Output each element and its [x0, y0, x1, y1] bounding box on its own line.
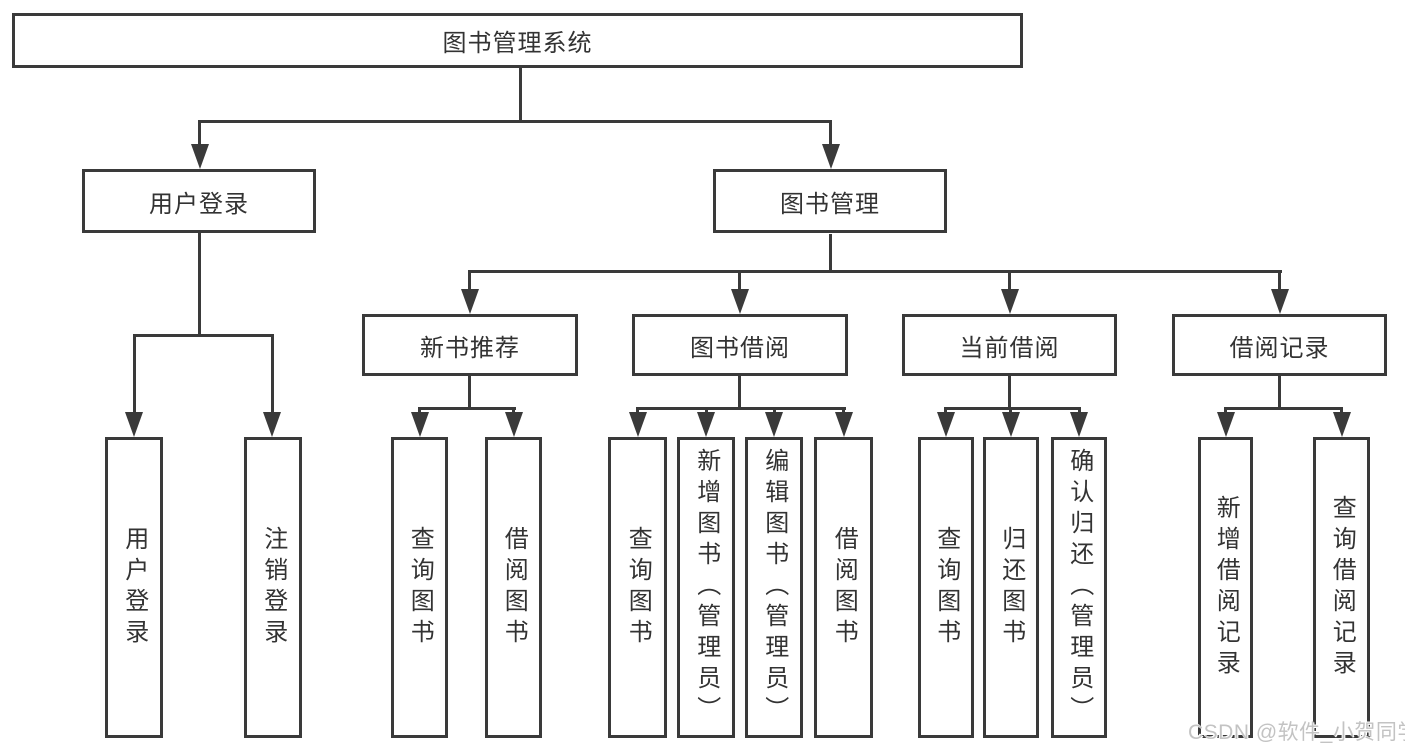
leaf-query-books-borrow: 查询图书 — [608, 437, 667, 738]
connector-line — [738, 270, 741, 291]
node-current-borrow: 当前借阅 — [902, 314, 1117, 376]
connector-line — [773, 407, 776, 415]
connector-line — [468, 270, 1282, 273]
connector-line — [829, 234, 832, 273]
connector-line — [519, 68, 522, 122]
connector-line — [1278, 376, 1281, 409]
arrow-down-icon — [191, 144, 209, 169]
arrow-down-icon — [629, 412, 647, 437]
connector-line — [1278, 270, 1281, 291]
connector-line — [944, 407, 947, 415]
connector-line — [636, 407, 846, 410]
connector-line — [1224, 407, 1343, 410]
arrow-down-icon — [822, 144, 840, 169]
arrow-down-icon — [765, 412, 783, 437]
arrow-down-icon — [461, 289, 479, 314]
leaf-query-books-current: 查询图书 — [918, 437, 974, 738]
leaf-edit-books-admin: 编辑图书（管理员） — [745, 437, 803, 738]
arrow-down-icon — [1271, 289, 1289, 314]
connector-line — [418, 407, 421, 415]
connector-line — [512, 407, 515, 415]
leaf-label: 新增借阅记录 — [1212, 494, 1240, 681]
leaf-label: 借阅图书 — [500, 525, 528, 650]
connector-line — [829, 120, 832, 146]
connector-line — [705, 407, 708, 415]
arrow-down-icon — [937, 412, 955, 437]
leaf-label: 查询图书 — [932, 525, 960, 650]
connector-line — [133, 334, 136, 414]
node-label: 用户登录 — [149, 190, 249, 218]
node-root-library-system: 图书管理系统 — [12, 13, 1023, 68]
arrow-down-icon — [125, 412, 143, 437]
arrow-down-icon — [505, 412, 523, 437]
node-label: 图书借阅 — [690, 334, 790, 362]
leaf-label: 编辑图书（管理员） — [760, 448, 788, 727]
leaf-borrow-books: 借阅图书 — [814, 437, 873, 738]
connector-line — [468, 270, 471, 291]
leaf-add-books-admin: 新增图书（管理员） — [677, 437, 735, 738]
arrow-down-icon — [731, 289, 749, 314]
connector-line — [1008, 270, 1011, 291]
connector-line — [271, 334, 274, 414]
arrow-down-icon — [411, 412, 429, 437]
arrow-down-icon — [1002, 412, 1020, 437]
leaf-user-login: 用户登录 — [105, 437, 163, 738]
connector-line — [1009, 407, 1012, 415]
leaf-label: 查询图书 — [624, 525, 652, 650]
leaf-return-books: 归还图书 — [983, 437, 1039, 738]
node-borrow-records: 借阅记录 — [1172, 314, 1387, 376]
leaf-label: 用户登录 — [120, 525, 148, 650]
connector-line — [133, 334, 274, 337]
arrow-down-icon — [697, 412, 715, 437]
node-new-book-recommend: 新书推荐 — [362, 314, 578, 376]
connector-line — [738, 376, 741, 409]
connector-line — [944, 407, 1081, 410]
leaf-label: 查询借阅记录 — [1328, 494, 1356, 681]
leaf-label: 归还图书 — [997, 525, 1025, 650]
node-label: 当前借阅 — [959, 334, 1060, 362]
connector-line — [198, 120, 201, 146]
node-label: 新书推荐 — [420, 334, 520, 362]
arrow-down-icon — [835, 412, 853, 437]
leaf-query-borrow-record: 查询借阅记录 — [1313, 437, 1370, 738]
connector-line — [1008, 376, 1011, 409]
node-label: 借阅记录 — [1229, 334, 1330, 362]
leaf-label: 借阅图书 — [830, 525, 858, 650]
node-book-management: 图书管理 — [713, 169, 947, 233]
node-label: 图书管理 — [780, 190, 880, 218]
node-user-login: 用户登录 — [82, 169, 316, 233]
leaf-logout: 注销登录 — [244, 437, 302, 738]
leaf-label: 新增图书（管理员） — [692, 448, 720, 727]
leaf-confirm-return-admin: 确认归还（管理员） — [1051, 437, 1107, 738]
node-book-borrow: 图书借阅 — [632, 314, 848, 376]
leaf-add-borrow-record: 新增借阅记录 — [1198, 437, 1253, 738]
connector-line — [842, 407, 845, 415]
connector-line — [1078, 407, 1081, 415]
leaf-borrow-books-recommend: 借阅图书 — [485, 437, 542, 738]
leaf-query-books-recommend: 查询图书 — [391, 437, 448, 738]
arrow-down-icon — [1001, 289, 1019, 314]
arrow-down-icon — [1217, 412, 1235, 437]
leaf-label: 注销登录 — [259, 525, 287, 650]
leaf-label: 确认归还（管理员） — [1065, 448, 1093, 727]
leaf-label: 查询图书 — [406, 525, 434, 650]
connector-line — [198, 120, 832, 123]
connector-line — [468, 376, 471, 409]
arrow-down-icon — [1333, 412, 1351, 437]
connector-line — [1224, 407, 1227, 415]
arrow-down-icon — [263, 412, 281, 437]
connector-line — [1340, 407, 1343, 415]
node-label: 图书管理系统 — [442, 30, 593, 57]
arrow-down-icon — [1070, 412, 1088, 437]
csdn-watermark: CSDN @软件_小贺同学 — [1188, 721, 1405, 744]
connector-line — [198, 233, 201, 337]
connector-line — [636, 407, 639, 415]
connector-line — [418, 407, 516, 410]
